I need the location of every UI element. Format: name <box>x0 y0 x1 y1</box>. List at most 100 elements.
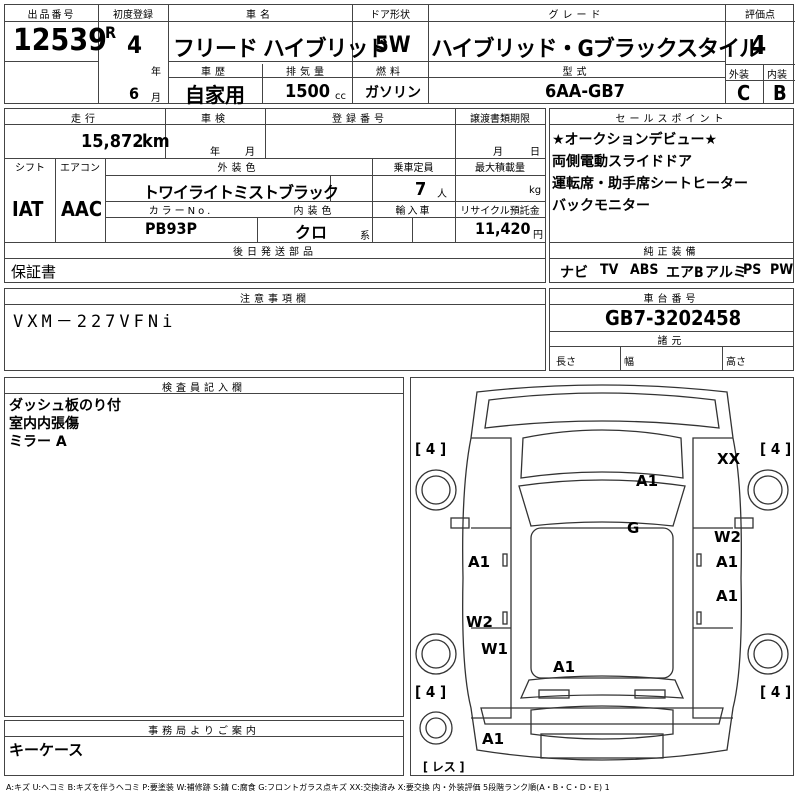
tire-front-right: [ 4 ] <box>760 440 792 458</box>
equip-pw: PW <box>770 262 794 278</box>
damage-mark: W2 <box>466 613 493 631</box>
chassis-number: GB7-3202458 <box>605 306 742 330</box>
exterior-grade: C <box>737 81 751 105</box>
year-unit: 年 <box>151 67 161 78</box>
displacement-unit: cc <box>335 91 346 102</box>
sales-point-2: 両側電動スライドドア <box>552 154 692 170</box>
door-label: ドア形状 <box>370 10 410 21</box>
sales-points-box: セールスポイント ★オークションデビュー★ 両側電動スライドドア 運転席・助手席… <box>549 108 794 283</box>
ac-label: エアコン <box>60 163 100 174</box>
recycle-label: リサイクル預託金 <box>460 206 540 217</box>
history-value: 自家用 <box>185 83 245 107</box>
tire-rear-right: [ 4 ] <box>760 683 792 701</box>
equip-ps: PS <box>743 262 762 278</box>
chassis-label: 車台番号 <box>643 294 700 305</box>
model-value: 6AA-GB7 <box>545 81 625 102</box>
lot-label: 出品番号 <box>27 10 76 21</box>
office-label: 事務局よりご案内 <box>148 726 260 737</box>
damage-mark: W1 <box>481 640 508 658</box>
later-parts-value: 保証書 <box>11 263 57 281</box>
damage-mark: A1 <box>553 658 576 676</box>
door-value: 5W <box>375 33 411 58</box>
equip-tv: TV <box>600 262 619 278</box>
displacement-label: 排気量 <box>286 67 328 78</box>
spare-tire-less: [ レス ] <box>423 760 465 774</box>
damage-mark: A1 <box>482 730 505 748</box>
inspector-line-2: 室内内張傷 <box>9 416 79 432</box>
notes-text: VXM－227VFNi <box>13 312 177 332</box>
transfer-day-unit: 日 <box>530 147 540 158</box>
capacity-value: 7 <box>415 179 427 200</box>
load-label: 最大積載量 <box>475 163 525 174</box>
car-name-label: 車名 <box>246 10 274 21</box>
sales-point-4: バックモニター <box>552 198 650 214</box>
fuel-value: ガソリン <box>365 85 421 101</box>
color-no-value: PB93P <box>145 219 198 238</box>
damage-mark: A1 <box>636 472 659 490</box>
damage-mark: A1 <box>716 553 739 571</box>
fuel-label: 燃料 <box>376 67 404 78</box>
height-label: 高さ <box>726 357 746 368</box>
notes-label: 注意事項欄 <box>240 294 310 305</box>
recycle-value: 11,420 <box>475 219 531 238</box>
reg-no-label: 登録番号 <box>332 114 388 125</box>
inspector-line-1: ダッシュ板のり付 <box>9 398 121 414</box>
int-color-label: 内装色 <box>293 206 336 217</box>
score-value: 4 <box>750 31 767 61</box>
mileage-unit: km <box>142 131 170 152</box>
mileage-label: 走行 <box>71 114 99 125</box>
capacity-unit: 人 <box>437 189 447 200</box>
recycle-unit: 円 <box>533 230 543 241</box>
int-color-value: クロ <box>295 223 328 242</box>
office-text: キーケース <box>9 741 84 759</box>
damage-mark: G <box>627 519 640 537</box>
sales-point-1: ★オークションデビュー★ <box>552 132 718 148</box>
inspector-box: 検査員記入欄 ダッシュ板のり付 室内内張傷 ミラー A <box>4 377 404 717</box>
width-label: 幅 <box>624 357 634 368</box>
mileage-value: 15,872 <box>81 131 144 152</box>
equip-alloy: アルミ <box>705 265 747 281</box>
legend-text: A:キズ U:ヘコミ B:キズを伴うヘコミ P:要塗装 W:補修跡 S:錆 C:… <box>6 783 610 792</box>
damage-diagram: [ 4 ] [ 4 ] [ 4 ] [ 4 ] XX A1 G W2 A1 A1… <box>410 377 794 776</box>
equip-airbag: エアB <box>666 265 704 281</box>
inspector-line-3: ミラー A <box>9 434 67 450</box>
month-unit: 月 <box>151 93 161 104</box>
lot-number: 12539 <box>13 23 107 58</box>
ac-value: AAC <box>61 197 103 221</box>
equipment-label: 純正装備 <box>643 247 700 258</box>
first-reg-label: 初度登録 <box>113 10 153 21</box>
header-table: 出品番号 12539 初度登録 R 4 年 6 月 車名 フリード ハイブリッド… <box>4 4 795 107</box>
damage-mark: A1 <box>468 553 491 571</box>
interior-label: 内装 <box>767 70 787 81</box>
sales-label: セールスポイント <box>615 114 728 125</box>
history-label: 車歴 <box>201 67 229 78</box>
damage-mark: XX <box>717 450 741 468</box>
later-parts-label: 後日発送部品 <box>233 247 317 258</box>
inspection-label: 車検 <box>201 114 229 125</box>
transfer-label: 譲渡書類期限 <box>470 114 530 125</box>
shift-label: シフト <box>15 163 45 174</box>
model-label: 型式 <box>562 67 591 78</box>
length-label: 長さ <box>556 357 576 368</box>
load-unit: kg <box>529 185 542 196</box>
office-box: 事務局よりご案内 キーケース <box>4 720 404 776</box>
interior-grade: B <box>773 81 787 105</box>
car-outline-diagram <box>415 384 789 761</box>
reg-month: 6 <box>129 84 140 103</box>
color-no-label: カラーNo. <box>148 206 214 217</box>
int-color-unit: 系 <box>360 231 370 242</box>
ext-color-label: 外装色 <box>217 163 260 174</box>
damage-mark: W2 <box>714 528 741 546</box>
damage-mark: A1 <box>716 587 739 605</box>
chassis-box: 車台番号 GB7-3202458 諸元 長さ 幅 高さ <box>549 288 794 371</box>
grade-label: グレード <box>548 10 605 21</box>
insp-month-unit: 月 <box>245 147 255 158</box>
score-label: 評価点 <box>745 10 775 21</box>
notes-box: 注意事項欄 VXM－227VFNi <box>4 288 546 371</box>
ext-color-value: トワイライトミストブラック <box>143 183 339 202</box>
insp-year-unit: 年 <box>210 147 220 158</box>
import-label: 輸入車 <box>395 206 432 217</box>
equip-nav: ナビ <box>560 265 588 281</box>
capacity-label: 乗車定員 <box>393 163 434 174</box>
transfer-month-unit: 月 <box>493 147 503 158</box>
